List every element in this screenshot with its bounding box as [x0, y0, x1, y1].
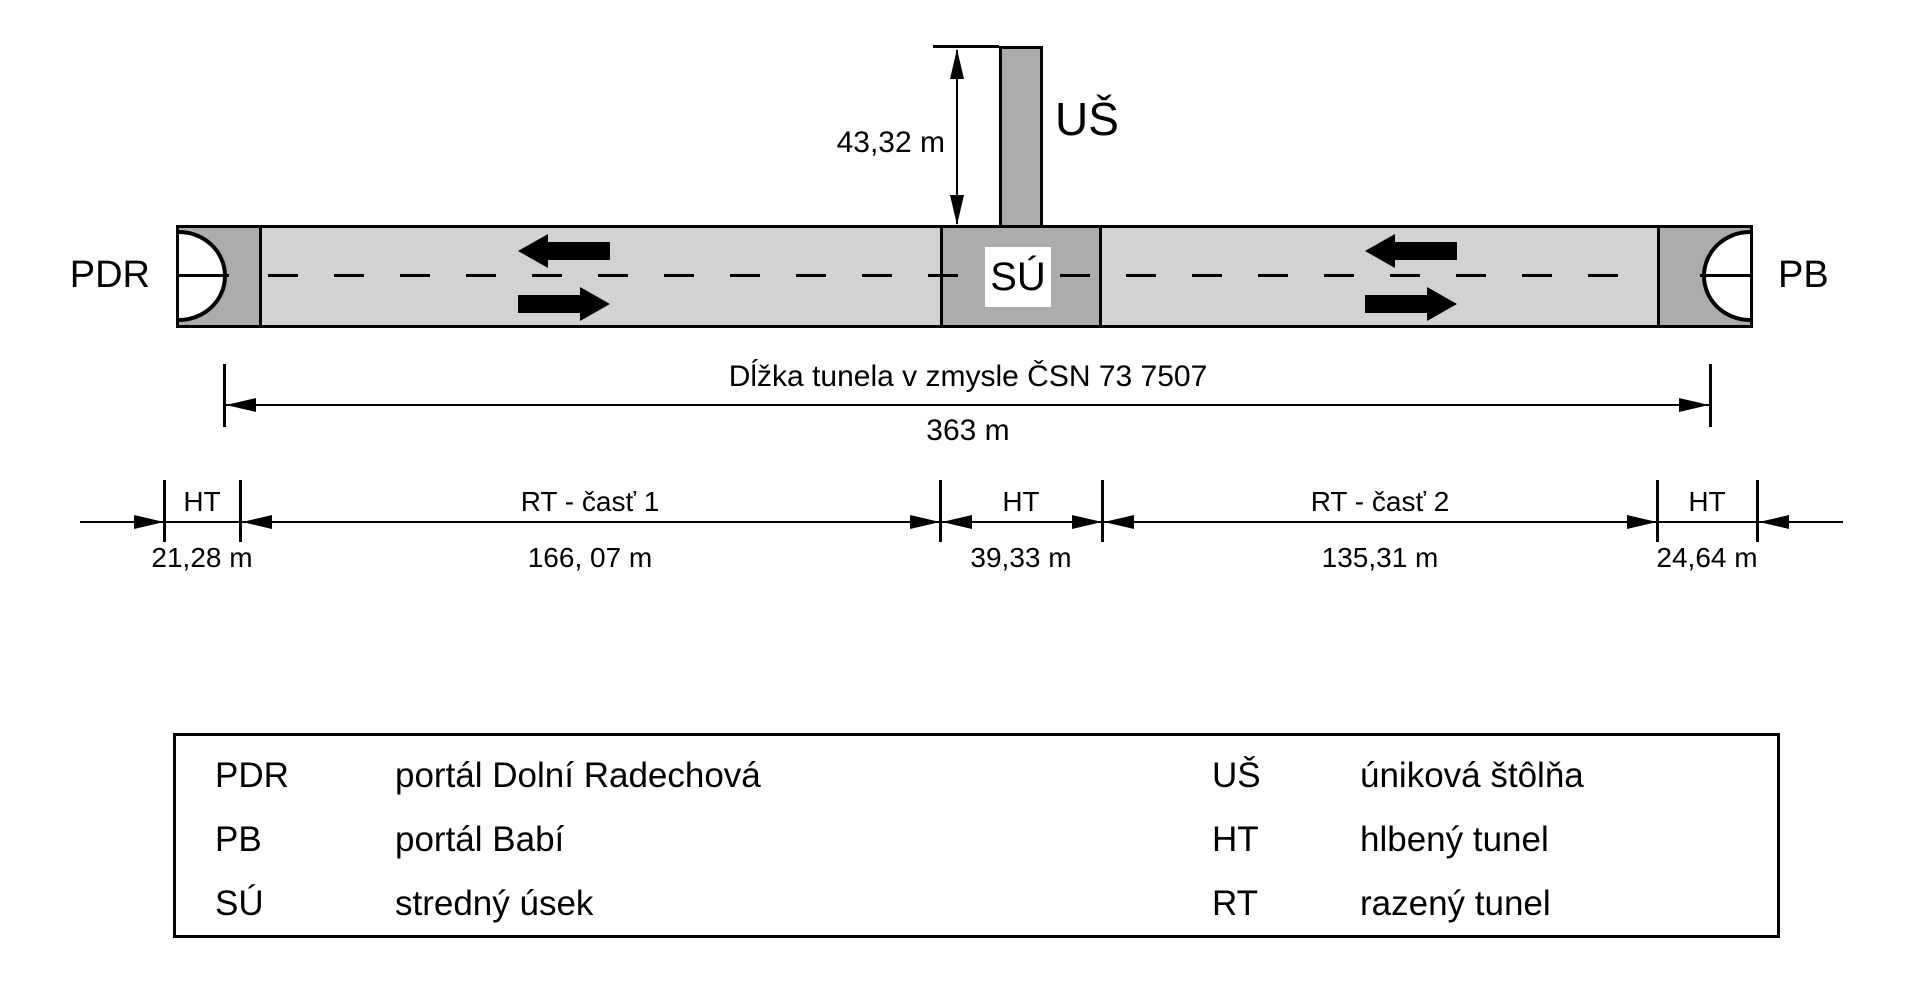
- portal-face-right-centerline: [1700, 274, 1750, 277]
- road-centerline: [268, 274, 1652, 277]
- shaft-dimension-arrowhead-up: [950, 49, 964, 79]
- overall-dimension-tick-left: [223, 364, 226, 427]
- escape-shaft: [999, 46, 1043, 228]
- legend-abbr: PDR: [215, 756, 289, 795]
- legend-abbr: HT: [1212, 820, 1259, 859]
- legend-term: hlbený tunel: [1360, 820, 1549, 859]
- overall-dimension-title: Dĺžka tunela v zmysle ČSN 73 7507: [728, 360, 1208, 393]
- legend-term: portál Babí: [395, 820, 565, 859]
- segment-label: HT: [183, 486, 221, 517]
- overall-dimension-arrowhead-right: [1679, 398, 1709, 412]
- segment-tick-6: [1756, 480, 1759, 542]
- segment-tick-1: [163, 480, 166, 542]
- overall-dimension-tick-right: [1709, 364, 1712, 427]
- arrow-body: [1391, 242, 1457, 260]
- chain-arrowhead: [1104, 515, 1134, 529]
- segment-value: 21,28 m: [151, 542, 253, 573]
- segment-tick-5: [1656, 480, 1659, 542]
- arrow-head-icon: [1427, 287, 1457, 321]
- portal-right-label: PB: [1778, 254, 1829, 296]
- legend-abbr: PB: [215, 820, 262, 859]
- chain-arrowhead: [134, 515, 164, 529]
- legend-term: úniková štôlňa: [1360, 756, 1584, 795]
- segment-label: HT: [1002, 486, 1040, 517]
- arrow-head-icon: [1365, 234, 1395, 268]
- traffic-arrow-left-tube-west: [518, 234, 610, 268]
- arrow-body: [544, 242, 610, 260]
- segment-label: RT - časť 2: [1310, 486, 1450, 517]
- segment-tick-2: [239, 480, 242, 542]
- shaft-label: UŠ: [1055, 93, 1119, 145]
- legend-term: stredný úsek: [395, 884, 594, 923]
- segment-value: 39,33 m: [970, 542, 1072, 573]
- segment-label: HT: [1688, 486, 1726, 517]
- chain-arrowhead: [242, 515, 272, 529]
- legend-term: portál Dolní Radechová: [395, 756, 761, 795]
- arrow-body: [518, 295, 584, 313]
- traffic-arrow-right-tube-west: [1365, 234, 1457, 268]
- segment-value: 24,64 m: [1656, 542, 1758, 573]
- segment-tick-3: [939, 480, 942, 542]
- chain-arrowhead: [1627, 515, 1657, 529]
- arrow-head-icon: [518, 234, 548, 268]
- mid-section-label: SÚ: [990, 254, 1046, 299]
- portal-face-left-centerline: [179, 274, 229, 277]
- chain-arrowhead: [910, 515, 940, 529]
- overall-dimension-line: [224, 404, 1711, 406]
- chain-arrowhead: [1072, 515, 1102, 529]
- segment-tick-4: [1101, 480, 1104, 542]
- segment-label: RT - časť 1: [520, 486, 660, 517]
- legend-abbr: SÚ: [215, 884, 264, 923]
- segment-value: 166, 07 m: [527, 542, 653, 573]
- shaft-dimension-value: 43,32 m: [836, 126, 945, 159]
- chain-arrowhead: [942, 515, 972, 529]
- legend-abbr: RT: [1212, 884, 1259, 923]
- traffic-arrow-left-tube-east: [518, 287, 610, 321]
- arrow-body: [1365, 295, 1431, 313]
- mid-section-label-box: SÚ: [985, 247, 1051, 307]
- shaft-dimension-line: [956, 50, 958, 224]
- overall-dimension-value: 363 m: [926, 414, 1010, 447]
- portal-left-label: PDR: [69, 254, 150, 296]
- segment-value: 135,31 m: [1321, 542, 1439, 573]
- traffic-arrow-right-tube-east: [1365, 287, 1457, 321]
- chain-arrowhead: [1759, 515, 1789, 529]
- shaft-dimension-top-tick: [933, 45, 999, 48]
- arrow-head-icon: [580, 287, 610, 321]
- legend-box: [173, 733, 1780, 938]
- overall-dimension-arrowhead-left: [226, 398, 256, 412]
- shaft-dimension-arrowhead-down: [950, 195, 964, 225]
- legend-term: razený tunel: [1360, 884, 1551, 923]
- legend-abbr: UŠ: [1212, 756, 1261, 795]
